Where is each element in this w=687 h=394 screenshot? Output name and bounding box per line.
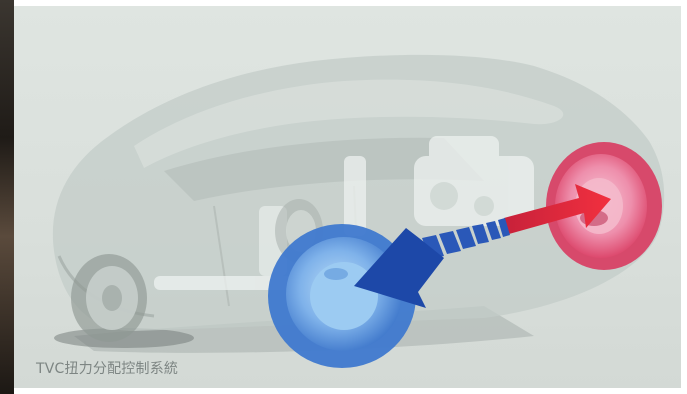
illustration-panel: TVC扭力分配控制系統 bbox=[14, 6, 681, 388]
figure-caption: TVC扭力分配控制系統 bbox=[36, 361, 179, 377]
chassis-ghost bbox=[154, 136, 534, 290]
torque-transfer-arrow-icon bbox=[354, 184, 611, 308]
rear-left-ghost-wheel bbox=[71, 254, 147, 342]
car-illustration bbox=[52, 54, 665, 368]
left-photo-strip bbox=[0, 0, 14, 394]
